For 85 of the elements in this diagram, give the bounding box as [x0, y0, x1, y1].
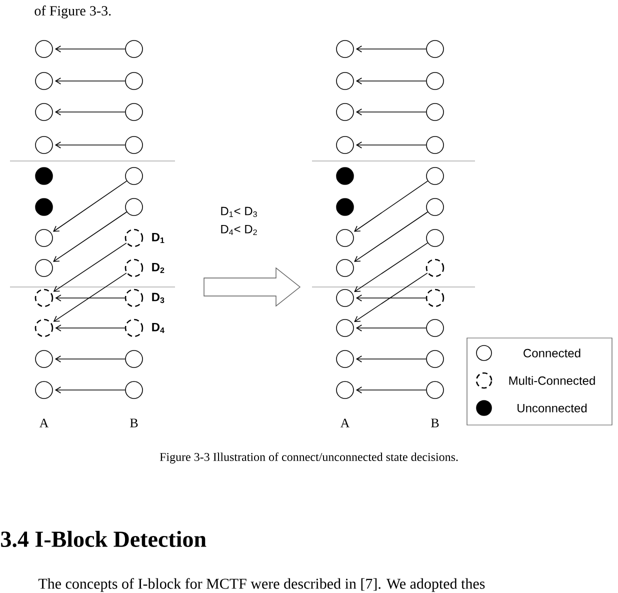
- column-label: A: [340, 418, 350, 428]
- circle: [336, 136, 354, 154]
- arrow: [54, 78, 126, 84]
- arrow: [356, 46, 426, 52]
- arrow: [356, 78, 426, 84]
- node-label: D$_{3}$: [152, 292, 164, 304]
- circle: [426, 229, 444, 247]
- arrow: [55, 294, 126, 302]
- node-label: D$_{4}$: [152, 322, 164, 334]
- node-label: D$_{2}$: [152, 262, 164, 274]
- circle: [35, 229, 53, 247]
- circle: [336, 259, 354, 277]
- dashed-circle: [426, 288, 444, 308]
- circle: [426, 40, 444, 58]
- circle: [35, 350, 53, 368]
- circle: [125, 198, 143, 216]
- arrow: [54, 142, 126, 148]
- arrow: [54, 356, 126, 362]
- arrow: [53, 242, 127, 292]
- arrow: [54, 46, 126, 52]
- arrow: [54, 108, 126, 116]
- circle: [426, 72, 444, 90]
- arrow: [53, 212, 128, 262]
- arrow: [356, 324, 426, 332]
- circle: [125, 381, 143, 399]
- circle: [336, 319, 354, 337]
- condition-text: D$_{4}$< D$_{2}$: [221, 224, 257, 236]
- dashed-circle: [426, 258, 444, 278]
- column-label: B: [130, 418, 138, 428]
- dashed-circle: [34, 288, 54, 308]
- body-text: The concepts of I-block for MCTF were described in [7]. We adopted thes: [38, 578, 485, 592]
- arrow: [356, 356, 426, 362]
- filled-circle: [336, 198, 354, 216]
- arrow: [354, 180, 428, 232]
- circle: [35, 40, 53, 58]
- filled-circle: [336, 167, 354, 185]
- circle: [125, 40, 143, 58]
- arrow: [55, 324, 126, 332]
- arrow: [52, 180, 128, 232]
- circle: [426, 350, 444, 368]
- circle: [336, 381, 354, 399]
- filled-circle: [35, 198, 53, 216]
- filled-circle: [35, 167, 53, 185]
- circle: [125, 103, 143, 121]
- arrow: [356, 108, 426, 116]
- arrow: [354, 212, 428, 262]
- legend-label: Multi-Connected: [509, 376, 595, 385]
- arrow: [356, 142, 426, 148]
- circle: [426, 167, 444, 185]
- circle: [426, 381, 444, 399]
- circle: [426, 136, 444, 154]
- node-label: D$_{1}$: [152, 232, 164, 244]
- circle: [426, 198, 444, 216]
- column-label: A: [39, 418, 49, 428]
- circle: [426, 319, 444, 337]
- section-heading: 3.4 I-Block Detection: [1, 530, 206, 548]
- circle: [336, 103, 354, 121]
- circle: [35, 381, 53, 399]
- circle: [336, 229, 354, 247]
- dashed-circle: [34, 318, 54, 338]
- circle: [125, 136, 143, 154]
- legend-label: Unconnected: [518, 404, 587, 412]
- arrow: [356, 294, 426, 302]
- circle: [336, 350, 354, 368]
- arrow: [354, 272, 428, 322]
- legend-label: Connected: [524, 348, 580, 358]
- circle: [125, 350, 143, 368]
- body-text: of Figure 3-3.: [34, 6, 111, 18]
- circle: [35, 259, 53, 277]
- circle: [35, 136, 53, 154]
- circle: [336, 289, 354, 307]
- circle: [336, 72, 354, 90]
- circle: [125, 72, 143, 90]
- arrow: [354, 242, 428, 292]
- condition-text: D$_{1}$< D$_{3}$: [221, 206, 257, 218]
- circle: [35, 103, 53, 121]
- figure-caption: Figure 3-3 Illustration of connect/unconnected state decisions.: [160, 452, 458, 464]
- arrow: [54, 386, 126, 394]
- circle: [125, 167, 143, 185]
- column-label: B: [431, 418, 439, 428]
- circle: [336, 40, 354, 58]
- arrow: [53, 272, 127, 322]
- circle: [426, 103, 444, 121]
- arrow: [356, 386, 426, 394]
- circle: [35, 72, 53, 90]
